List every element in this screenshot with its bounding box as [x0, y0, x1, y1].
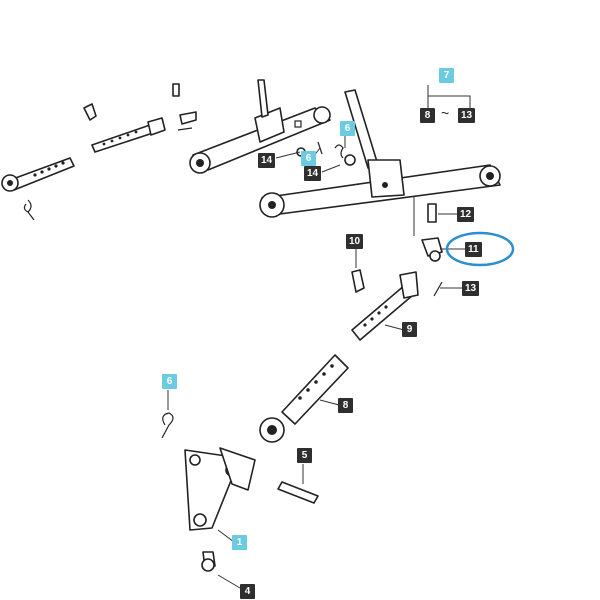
callout-6-lower: 6	[162, 374, 177, 389]
callout-7: 7	[439, 68, 454, 83]
part-6-pin	[161, 412, 174, 439]
range-tilde: ~	[441, 105, 450, 121]
main-lift-arm	[259, 89, 501, 218]
left-link-assembly	[1, 103, 166, 221]
callout-8-lower: 8	[338, 398, 353, 413]
part-4-bolt	[201, 551, 216, 572]
callout-9: 9	[402, 322, 417, 337]
highlight-ellipse	[445, 231, 515, 267]
part-1-bracket	[184, 447, 256, 531]
callout-10: 10	[346, 234, 364, 249]
leader-lines	[167, 85, 471, 589]
callout-8-top: 8	[420, 108, 435, 123]
callout-13-lower: 13	[462, 281, 480, 296]
callout-14-left: 14	[258, 153, 276, 168]
small-parts-right	[413, 196, 443, 297]
callout-13-top: 13	[458, 108, 476, 123]
callout-6-middle: 6	[301, 151, 316, 166]
callout-1: 1	[232, 535, 247, 550]
part-10-clip	[351, 269, 365, 293]
callout-5: 5	[297, 448, 312, 463]
callout-14-right: 14	[304, 166, 322, 181]
upper-arm-assembly	[172, 79, 331, 174]
callout-4: 4	[240, 584, 255, 599]
part-9-link	[351, 271, 419, 341]
callout-12: 12	[457, 207, 475, 222]
callout-11: 11	[465, 242, 482, 257]
callout-6-upper: 6	[340, 121, 355, 136]
part-8-tube	[259, 354, 349, 443]
part-5-pin	[277, 481, 319, 504]
